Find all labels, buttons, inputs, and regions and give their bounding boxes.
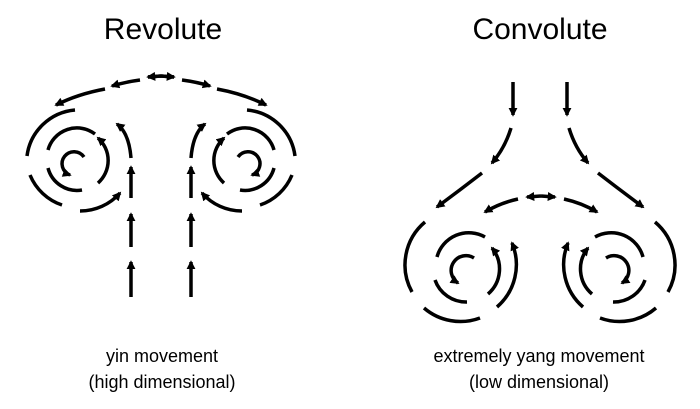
convolute-diverge-left-1 [490,127,513,165]
revolute-top-arch-left-2 [110,78,141,89]
convolute-center-right-arc [563,197,599,214]
revolute-left-vortex-inner [46,126,110,193]
convolute-diverge-right-2 [596,171,645,209]
revolute-top-center-left-arrow [146,71,162,81]
revolute-top-arch-right [216,87,268,107]
convolute-center-left-arrow [525,191,542,201]
revolute-right-vortex-core [236,149,262,177]
convolute-diverge-left-2 [435,171,484,209]
revolute-top-arch-left [54,87,106,107]
revolute-flow [25,71,297,297]
convolute-left-vortex-core [449,253,475,285]
revolute-caption-line-1: yin movement [105,346,219,366]
revolute-turn-right [189,122,207,159]
revolute-right-vortex-inner [212,126,276,193]
convolute-diverge-right-1 [567,127,590,165]
revolute-top-center-right-arrow [160,71,176,81]
revolute-left-vortex-outer [25,108,120,213]
convolute-caption-line-1: extremely yang movement [433,346,645,366]
convolute-caption-line-2: (low dimensional) [468,372,610,392]
revolute-caption-line-2: (high dimensional) [88,372,236,392]
revolute-right-vortex-outer [202,108,297,213]
convolute-right-vortex-outer [564,220,677,324]
convolute-center-left-arc [483,197,519,214]
convolute-title: Convolute [472,13,608,46]
convolute-right-vortex-core [605,253,631,285]
convolute-left-vortex-inner [433,231,502,304]
revolute-left-vortex-core [60,149,86,177]
revolute-turn-left [115,122,133,159]
revolute-title: Revolute [103,13,223,46]
convolute-center-right-arrow [540,191,557,201]
convolute-left-vortex-outer [403,220,516,324]
convolute-flow [403,82,677,324]
convolute-right-vortex-inner [578,231,647,304]
revolute-top-arch-right-2 [181,78,212,89]
